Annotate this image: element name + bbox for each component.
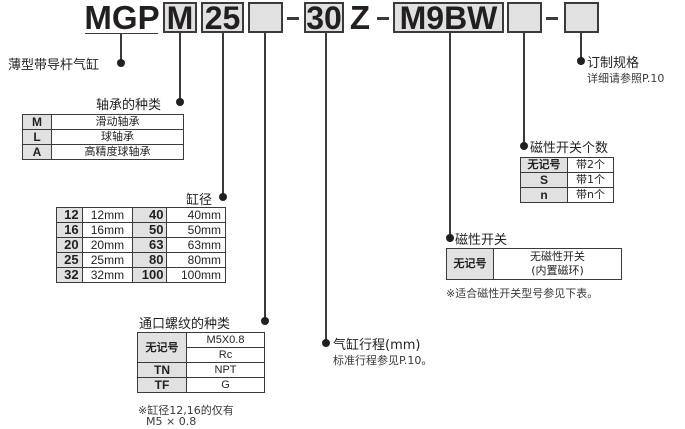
connector-stroke [325, 33, 327, 342]
series-title: 薄型带导杆气缸 [8, 58, 100, 73]
code-field-made-to-order [564, 2, 599, 33]
code-field-bearing: M [163, 2, 197, 34]
code-field-port-thread [248, 2, 283, 33]
connector-dot [577, 57, 585, 65]
connector-dot [261, 317, 269, 325]
made-to-order-note: 详细请参照P.10 [587, 72, 665, 85]
connector-port-thread [264, 33, 266, 320]
code-dash [377, 17, 389, 20]
table-row: 无记号带2个 [520, 157, 614, 173]
connector-switch-count [523, 33, 525, 145]
port-thread-title: 通口螺纹的种类 [139, 317, 231, 332]
model-prefix: MGP [84, 0, 160, 36]
code-field-bore: 25 [201, 2, 244, 34]
stroke-note: 标准行程参见P.10。 [333, 354, 433, 367]
connector-dot [520, 142, 528, 150]
switch-title: 磁性开关 [455, 233, 508, 248]
connector-bearing [179, 33, 181, 100]
code-field-switch-count [507, 2, 542, 33]
port-thread-note-2: M5 × 0.8 [146, 415, 197, 428]
connector-dot [446, 234, 454, 242]
code-dash [546, 17, 558, 20]
connector-switch [449, 33, 451, 237]
made-to-order-title: 订制规格 [587, 56, 640, 71]
bore-title: 缸径 [186, 193, 213, 208]
connector-dot [322, 339, 330, 347]
connector-bore [222, 33, 224, 196]
table-row: 无记号 无磁性开关(内置磁环) [446, 248, 622, 280]
table-row: Rc [138, 347, 265, 363]
stroke-title: 气缸行程(mm) [333, 338, 421, 353]
switch-note: ※适合磁性开关型号参见下表。 [446, 287, 599, 300]
code-dash [287, 17, 299, 20]
code-field-stroke: 30 [304, 2, 344, 34]
connector-made-to-order [580, 33, 582, 61]
prefix-underline [85, 33, 158, 34]
connector-series [120, 34, 122, 63]
code-field-z: Z [349, 0, 371, 36]
switch-table: 无记号 无磁性开关(内置磁环) [446, 248, 622, 280]
code-field-switch: M9BW [393, 2, 504, 34]
port-thread-note: ※缸径12,16的仅有 [138, 404, 234, 417]
connector-dot [117, 59, 125, 67]
connector-dot [176, 98, 184, 106]
switch-count-title: 磁性开关个数 [530, 141, 609, 156]
bearing-title: 轴承的种类 [96, 98, 162, 113]
connector-dot [219, 193, 227, 201]
